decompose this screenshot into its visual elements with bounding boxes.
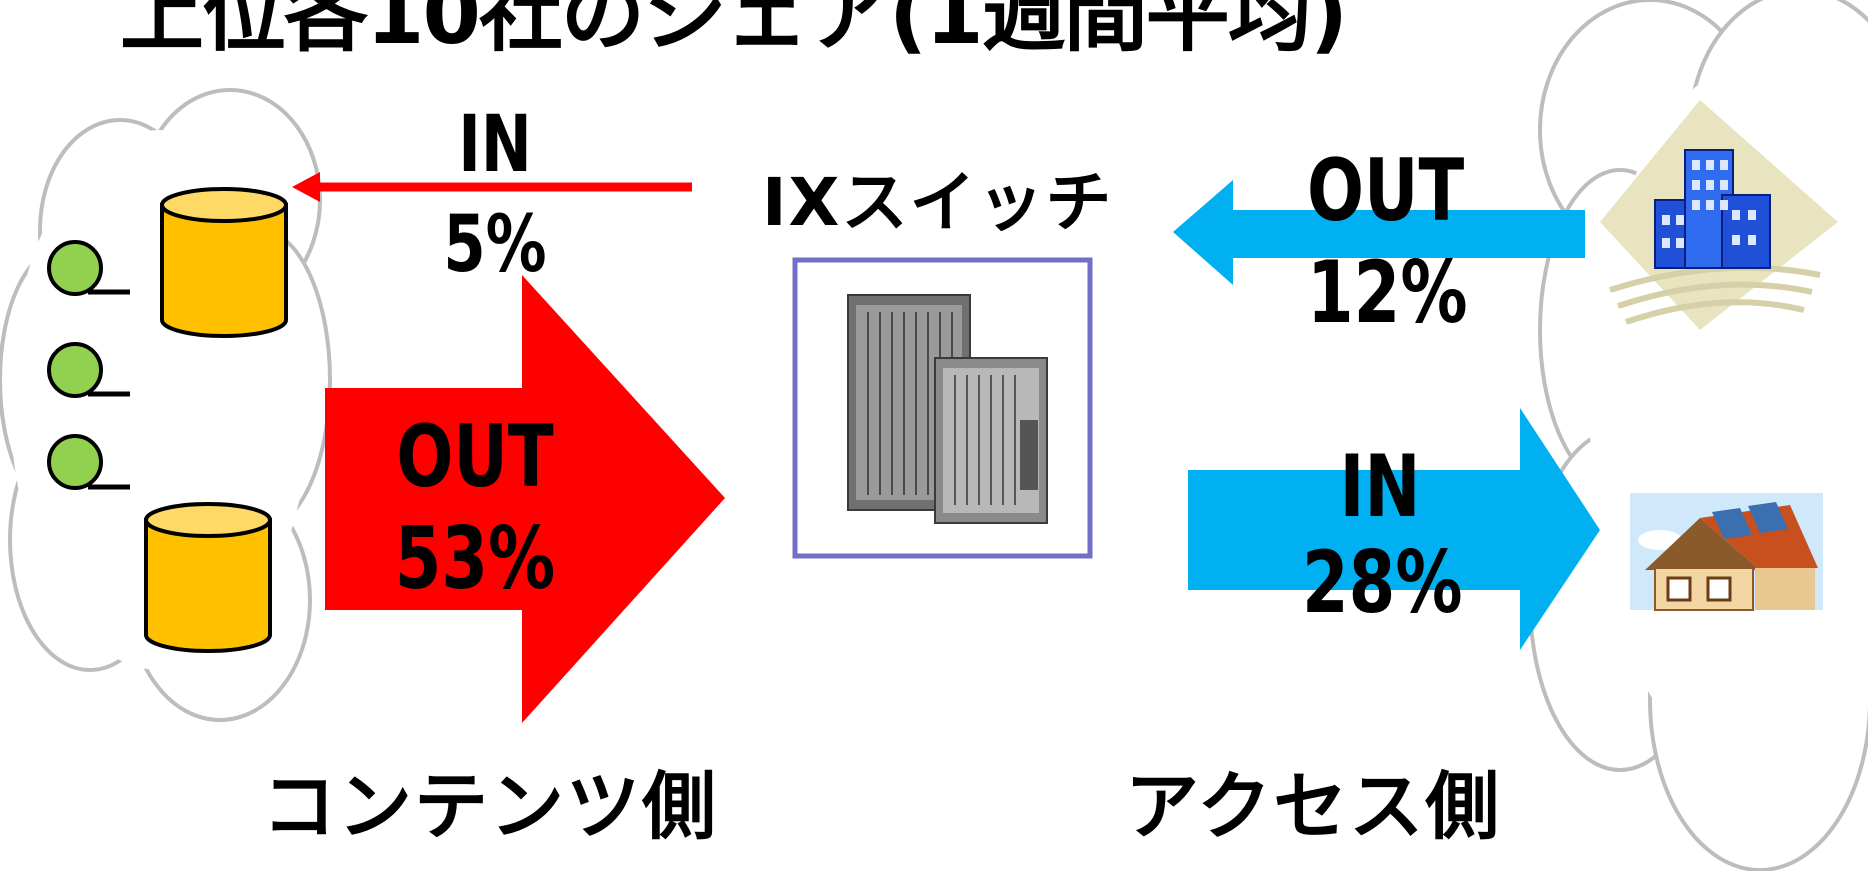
database-cylinder-icon bbox=[144, 502, 272, 653]
user-icon bbox=[47, 240, 130, 296]
access-in-label: IN bbox=[1339, 437, 1421, 537]
user-icon bbox=[47, 434, 130, 490]
content-out-arrow bbox=[325, 275, 725, 723]
access-out-label: OUT bbox=[1307, 141, 1465, 241]
page-title: 上位各10社のシェア(1週間平均) bbox=[120, 0, 1348, 63]
access-out-arrow bbox=[1173, 180, 1585, 285]
access-side-label: アクセス側 bbox=[1125, 764, 1502, 850]
user-icon bbox=[47, 342, 130, 398]
content-in-label: IN bbox=[458, 100, 532, 190]
switch-label: IXスイッチ bbox=[762, 164, 1114, 241]
office-building-icon bbox=[1600, 100, 1838, 330]
network-switch-icon bbox=[847, 294, 1048, 524]
content-out-label: OUT bbox=[396, 407, 554, 507]
content-in-value: 5% bbox=[443, 200, 547, 290]
house-icon bbox=[1630, 493, 1823, 611]
access-out-value: 12% bbox=[1307, 243, 1468, 343]
content-out-value: 53% bbox=[394, 509, 556, 609]
database-cylinder-icon bbox=[160, 187, 288, 338]
access-in-value: 28% bbox=[1302, 533, 1463, 633]
access-in-arrow bbox=[1188, 408, 1600, 650]
content-in-arrow bbox=[292, 172, 692, 202]
content-side-label: コンテンツ側 bbox=[262, 764, 718, 850]
